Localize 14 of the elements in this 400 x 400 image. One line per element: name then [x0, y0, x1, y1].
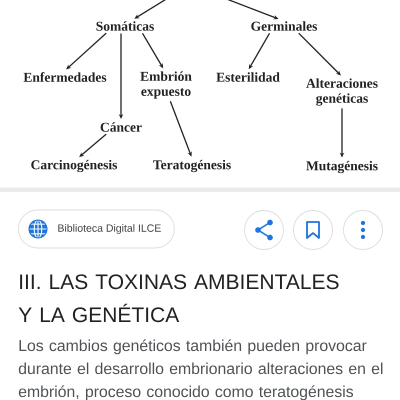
term-label: Germinales: [251, 21, 318, 31]
term-label: Enfermedades: [24, 72, 106, 82]
term-label: Esterilidad: [216, 72, 280, 82]
source-chip: Biblioteca Digital ILCE: [18, 210, 175, 248]
term-label: Alteraciones genéticas: [306, 78, 378, 106]
term-label: Mutagénesis: [306, 160, 378, 174]
term-label: Somáticas: [96, 21, 154, 31]
term-label: Cáncer: [100, 122, 142, 132]
term-label: Embrión expuesto: [140, 71, 192, 99]
arrow: [66, 32, 107, 70]
paragraph: Los cambios genéticos también pueden provocar durante el desarrollo embrionario alteraciones en el embrión, proceso conocido como teratogénesis: [18, 339, 382, 400]
term-label: Carcinogénesis: [31, 160, 118, 172]
heading: III. LAS TOXINAS AMBIENTALES Y LA GENÉTICA: [18, 274, 339, 322]
term-label: Teratogénesis: [153, 160, 231, 172]
